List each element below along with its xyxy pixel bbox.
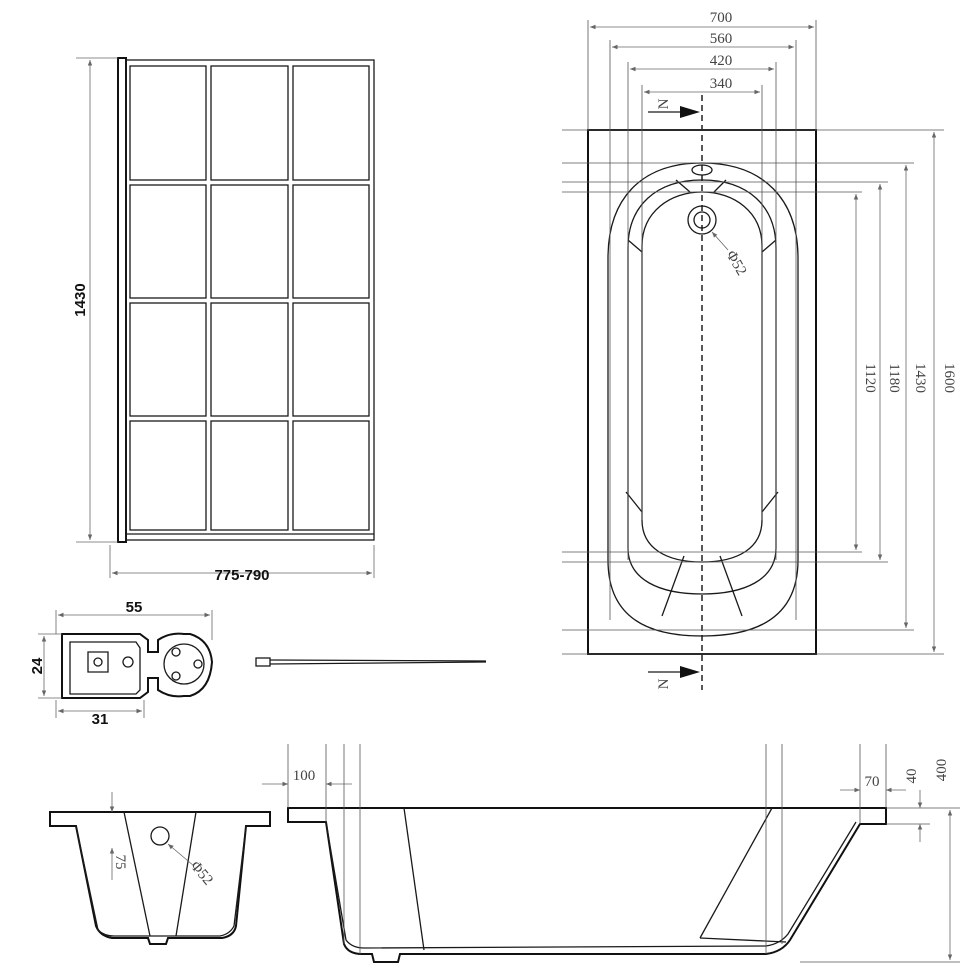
bath-top-view: Φ52 N N 700 560 420 340 1600 1430 [562, 10, 957, 690]
screen-height-label: 1430 [72, 283, 89, 316]
bath-height-label: 400 [934, 759, 950, 782]
profile-height-label: 24 [29, 657, 46, 674]
profile-outline [61, 632, 214, 699]
screen-pane [292, 420, 370, 531]
screen-pane [210, 302, 289, 417]
end-drain-hole [150, 826, 170, 846]
screen-pane [210, 420, 289, 531]
screen-pane [292, 65, 370, 181]
bath-upper-basin [627, 179, 777, 595]
seal-end-cap [255, 657, 271, 667]
length-label-1180: 1180 [886, 363, 902, 392]
profile-base-label: 31 [92, 711, 109, 728]
screen-pane [129, 420, 207, 531]
section-marker-bottom: N [656, 678, 672, 689]
profile-inner-channel [69, 641, 141, 695]
end-section-outline [49, 811, 271, 945]
seal-strip [255, 657, 487, 667]
profile-width-label: 55 [126, 599, 143, 616]
length-label-1600: 1600 [941, 363, 957, 393]
rim-width-label: 100 [293, 768, 316, 784]
shower-screen-panel: 1430 775-790 [72, 57, 375, 584]
width-label-340: 340 [710, 76, 733, 92]
section-arrow-top [680, 106, 700, 118]
screen-frame [125, 59, 375, 541]
screen-hinge-profile [117, 57, 127, 543]
width-label-420: 420 [710, 53, 733, 69]
wall-profile-detail: 55 24 31 [29, 599, 214, 728]
screen-pane [292, 302, 370, 417]
bath-end-section: Φ52 75 [49, 792, 271, 945]
section-marker-top: N [656, 98, 672, 109]
lip-height-label: 40 [904, 769, 920, 784]
length-label-1430: 1430 [912, 363, 928, 393]
profile-hinge-barrel [163, 643, 205, 685]
screen-pane [129, 302, 207, 417]
length-label-1120: 1120 [862, 363, 878, 392]
width-label-560: 560 [710, 31, 733, 47]
section-arrow-bottom [680, 666, 700, 678]
edge-width-label: 70 [865, 774, 880, 790]
screen-pane [129, 65, 207, 181]
width-label-700: 700 [710, 10, 733, 26]
screen-grid-panes [129, 65, 370, 531]
screen-width-label: 775-790 [214, 567, 269, 584]
side-section-outline [287, 807, 887, 963]
bath-side-section: 100 70 40 400 [262, 744, 960, 963]
end-depth-label: 75 [112, 855, 128, 870]
end-drain-label: Φ52 [187, 858, 216, 888]
drain-diameter-label: Φ52 [723, 248, 750, 278]
screen-pane [210, 184, 289, 299]
screen-pane [129, 184, 207, 299]
screen-pane [292, 184, 370, 299]
screen-pane [210, 65, 289, 181]
